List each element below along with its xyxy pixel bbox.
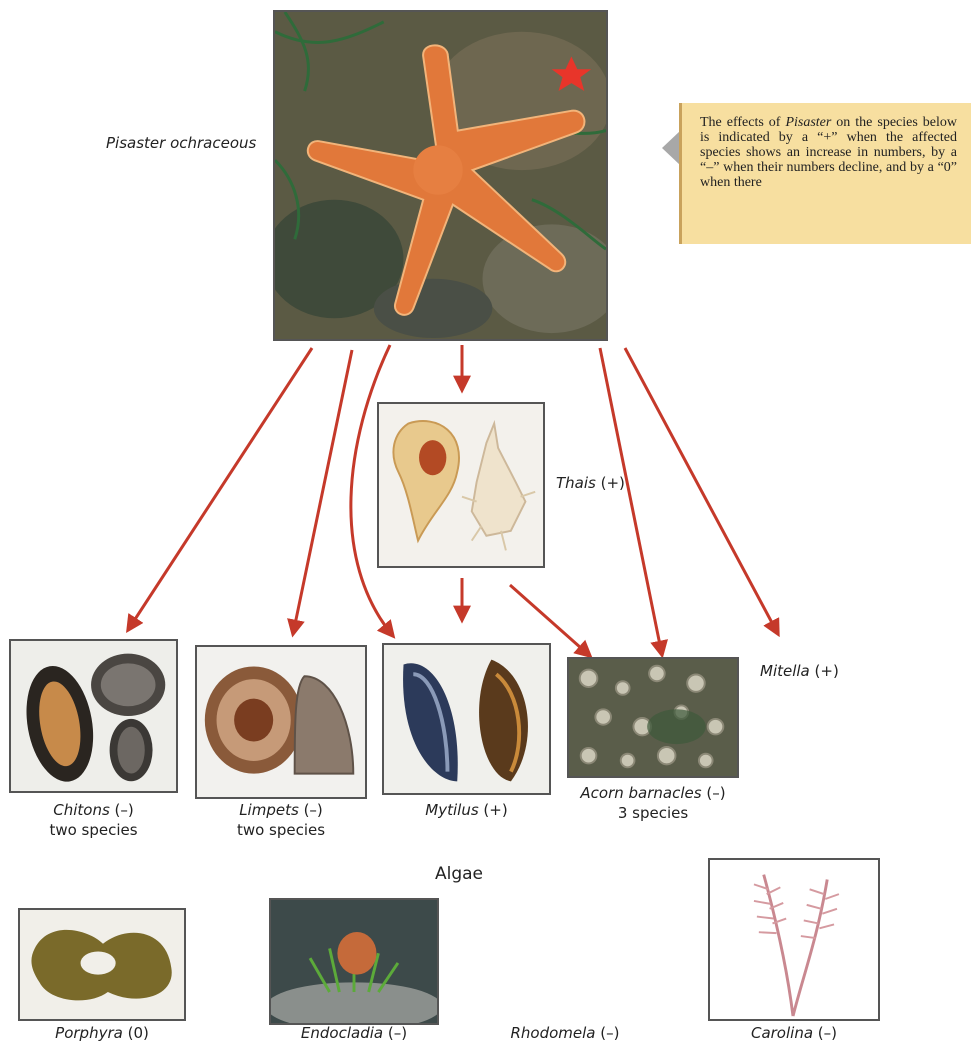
rhodomela-label: Rhodomela (–) bbox=[480, 1023, 650, 1043]
carolina-photo bbox=[708, 858, 880, 1021]
porphyra-label: Porphyra (0) bbox=[18, 1023, 186, 1043]
callout-note: The effects of Pisaster on the species b… bbox=[679, 103, 971, 244]
thais-photo bbox=[377, 402, 545, 568]
callout-pointer bbox=[662, 131, 680, 165]
barnacles-label: Acorn barnacles (–) 3 species bbox=[567, 783, 739, 823]
arrow-to-barnacles bbox=[600, 348, 662, 655]
pisaster-label: Pisaster ochraceous bbox=[106, 133, 256, 153]
limpets-photo bbox=[195, 645, 367, 799]
endocladia-label: Endocladia (–) bbox=[269, 1023, 439, 1043]
pisaster-photo bbox=[273, 10, 608, 341]
chitons-photo bbox=[9, 639, 178, 793]
endocladia-photo bbox=[269, 898, 439, 1025]
algae-heading: Algae bbox=[435, 864, 483, 884]
arrow-to-mitella bbox=[625, 348, 778, 634]
carolina-label: Carolina (–) bbox=[708, 1023, 880, 1043]
barnacles-photo bbox=[567, 657, 739, 778]
mytilus-label: Mytilus (+) bbox=[382, 800, 551, 820]
arrow-to-chitons bbox=[128, 348, 312, 630]
mitella-label: Mitella (+) bbox=[760, 661, 839, 681]
porphyra-photo bbox=[18, 908, 186, 1021]
chitons-label: Chitons (–) two species bbox=[9, 800, 178, 840]
arrow-to-limpets bbox=[293, 350, 352, 634]
limpets-label: Limpets (–) two species bbox=[195, 800, 367, 840]
thais-label: Thais (+) bbox=[556, 473, 625, 493]
mytilus-photo bbox=[382, 643, 551, 795]
